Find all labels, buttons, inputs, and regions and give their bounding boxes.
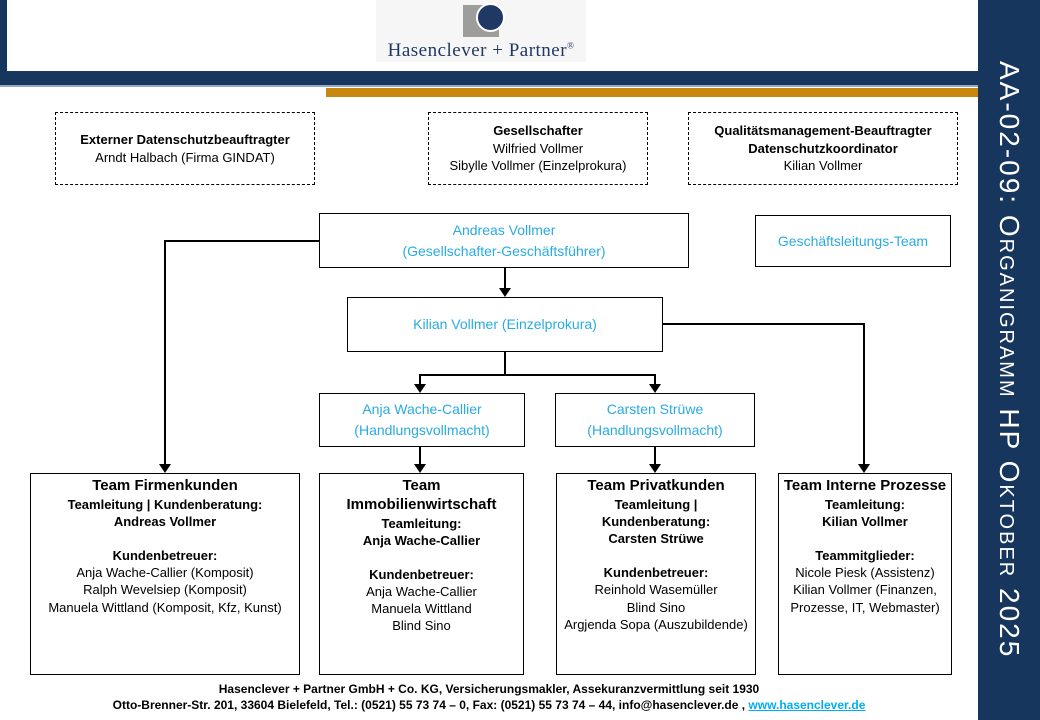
arrow-down-icon: [159, 464, 171, 473]
team-member: Kilian Vollmer (Finanzen, Prozesse, IT, …: [790, 582, 940, 615]
team-lead-label: Teamleitung | Kundenberatung:: [67, 496, 263, 512]
logo-circle-icon: [476, 3, 505, 32]
team-members-label: Teammitglieder:: [815, 548, 915, 564]
header-orange-bar: [326, 88, 978, 97]
box-title: Gesellschafter: [493, 123, 583, 139]
arrow-down-icon: [414, 384, 426, 393]
box-team-immobilienwirtschaft: Team Immobilienwirtschaft Teamleitung: A…: [319, 473, 524, 675]
arrow-down-icon: [414, 464, 426, 473]
box-person: Wilfried Vollmer: [492, 140, 584, 156]
footer-contact-line: Otto-Brenner-Str. 201, 33604 Bielefeld, …: [0, 697, 978, 713]
arrow-down-icon: [499, 288, 511, 297]
connector-line: [654, 447, 656, 465]
arrow-down-icon: [858, 464, 870, 473]
person-name: Andreas Vollmer: [452, 221, 556, 238]
header-divider-line: [0, 85, 978, 87]
team-lead: Andreas Vollmer: [113, 513, 217, 529]
box-handlungsvollmacht-carsten: Carsten Strüwe (Handlungsvollmacht): [555, 393, 755, 447]
team-member: Blind Sino: [626, 599, 686, 615]
box-gesellschafter: Gesellschafter Wilfried Vollmer Sibylle …: [428, 112, 648, 185]
box-title: Externer Datenschutzbeauftragter: [80, 131, 290, 147]
team-lead-label: Teamleitung:: [825, 496, 905, 512]
connector-line: [504, 352, 506, 376]
box-person: Arndt Halbach (Firma GINDAT): [95, 149, 275, 165]
person-name: Anja Wache-Callier: [362, 401, 482, 417]
document-code-label: AA-02-09: Organigramm HP Oktober 2025: [994, 61, 1025, 659]
team-member: Ralph Wevelsiep (Komposit): [83, 582, 247, 598]
box-team-privatkunden: Team Privatkunden Teamleitung | Kundenbe…: [556, 473, 756, 675]
connector-line: [419, 374, 421, 385]
box-prokurist: Kilian Vollmer (Einzelprokura): [347, 297, 663, 352]
brand-logo-text: Hasenclever + Partner®: [346, 40, 616, 62]
person-role: (Handlungsvollmacht): [587, 422, 723, 438]
brand-name: Hasenclever + Partner: [387, 40, 568, 61]
box-team-interne-prozesse: Team Interne Prozesse Teamleitung: Kilia…: [778, 473, 952, 675]
team-members-label: Kundenbetreuer:: [603, 565, 709, 581]
box-geschaeftsleitungs-team: Geschäftsleitungs-Team: [755, 215, 951, 267]
box-label: Geschäftsleitungs-Team: [777, 232, 929, 249]
box-label: Kilian Vollmer (Einzelprokura): [413, 316, 597, 332]
team-lead: Carsten Strüwe: [608, 531, 704, 547]
arrow-down-icon: [649, 384, 661, 393]
team-lead: Anja Wache-Callier: [362, 532, 481, 548]
arrow-down-icon: [649, 464, 661, 473]
team-member: Anja Wache-Callier (Komposit): [76, 565, 254, 581]
team-lead-label: Teamleitung:: [381, 515, 462, 531]
document-code-sidebar: AA-02-09: Organigramm HP Oktober 2025: [978, 0, 1040, 720]
connector-line: [165, 240, 319, 242]
footer: Hasenclever + Partner GmbH + Co. KG, Ver…: [0, 681, 978, 713]
team-lead-label: Teamleitung | Kundenberatung:: [601, 496, 711, 529]
team-title: Team Privatkunden: [587, 477, 725, 494]
person-role: (Gesellschafter-Geschäftsführer): [402, 242, 606, 259]
box-person: Kilian Vollmer: [783, 158, 863, 174]
box-title: Datenschutzkoordinator: [748, 140, 898, 156]
connector-line: [663, 323, 865, 325]
box-team-firmenkunden: Team Firmenkunden Teamleitung | Kundenbe…: [30, 473, 300, 675]
footer-contact-text: Otto-Brenner-Str. 201, 33604 Bielefeld, …: [112, 698, 749, 713]
registered-mark: ®: [567, 40, 575, 51]
box-geschaeftsfuehrer: Andreas Vollmer (Gesellschafter-Geschäft…: [319, 213, 689, 268]
box-externer-datenschutzbeauftragter: Externer Datenschutzbeauftragter Arndt H…: [55, 112, 315, 185]
footer-company-line: Hasenclever + Partner GmbH + Co. KG, Ver…: [218, 682, 760, 696]
header-navy-bar: [0, 71, 978, 85]
box-title: Qualitätsmanagement-Beauftragter: [714, 123, 932, 139]
team-members-label: Kundenbetreuer:: [369, 566, 474, 582]
person-name: Carsten Strüwe: [606, 401, 704, 417]
team-title: Team Firmenkunden: [92, 477, 238, 494]
team-member: Reinhold Wasemüller: [594, 582, 718, 598]
team-member: Blind Sino: [392, 618, 451, 634]
box-handlungsvollmacht-anja: Anja Wache-Callier (Handlungsvollmacht): [319, 393, 525, 447]
connector-line: [654, 374, 656, 385]
team-member: Argjenda Sopa (Auszubildende): [564, 616, 748, 632]
connector-line: [164, 240, 166, 465]
team-member: Nicole Piesk (Assistenz): [795, 565, 935, 581]
connector-line: [504, 268, 506, 289]
team-title: Team Interne Prozesse: [783, 477, 947, 494]
connector-line: [863, 323, 865, 465]
connector-line: [419, 374, 656, 376]
connector-line: [419, 447, 421, 465]
team-member: Manuela Wittland (Komposit, Kfz, Kunst): [48, 599, 282, 615]
box-qualitaetsmanagement: Qualitätsmanagement-Beauftragter Datensc…: [688, 112, 958, 185]
website-link[interactable]: www.hasenclever.de: [748, 698, 866, 713]
left-accent-strip: [0, 0, 7, 86]
team-member: Anja Wache-Callier: [366, 583, 477, 599]
box-person: Sibylle Vollmer (Einzelprokura): [449, 158, 627, 174]
team-members-label: Kundenbetreuer:: [112, 548, 218, 564]
team-lead: Kilian Vollmer: [822, 513, 908, 529]
person-role: (Handlungsvollmacht): [354, 422, 490, 438]
team-member: Manuela Wittland: [371, 601, 472, 617]
team-title: Team Immobilienwirtschaft: [346, 477, 497, 513]
